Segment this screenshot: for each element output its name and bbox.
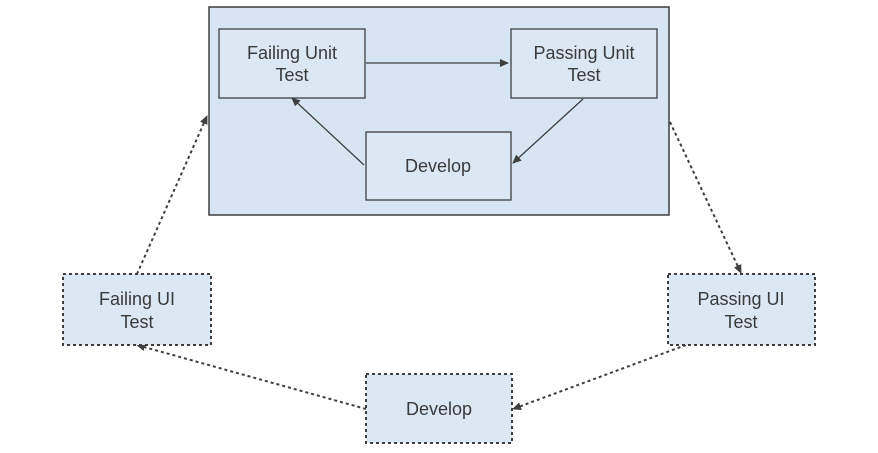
outer-develop-label: Develop	[406, 399, 472, 419]
failing-ui-test-label-line1: Failing UI	[99, 289, 175, 309]
failing-unit-test-label-line2: Test	[275, 65, 308, 85]
edge-develop-to-failing-unit	[291, 97, 365, 166]
node-passing-ui-test: Passing UI Test	[667, 273, 816, 346]
passing-unit-test-label-line2: Test	[567, 65, 600, 85]
node-inner-develop: Develop	[365, 131, 512, 201]
node-failing-unit-test: Failing Unit Test	[218, 28, 366, 99]
passing-unit-test-label-line1: Passing Unit	[533, 43, 634, 63]
passing-ui-test-label-line2: Test	[724, 312, 757, 332]
node-passing-unit-test: Passing Unit Test	[510, 28, 658, 99]
node-outer-develop: Develop	[365, 373, 513, 444]
edge-passing-ui-to-develop	[512, 344, 687, 410]
edge-develop-to-failing-ui	[136, 343, 367, 410]
failing-unit-test-label-line1: Failing Unit	[247, 43, 337, 63]
inner-develop-label: Develop	[405, 156, 471, 176]
failing-ui-test-label-line2: Test	[120, 312, 153, 332]
passing-ui-test-label-line1: Passing UI	[697, 289, 784, 309]
edge-failing-ui-to-unit-cycle	[136, 115, 208, 275]
edge-passing-unit-to-develop	[512, 98, 584, 164]
node-failing-ui-test: Failing UI Test	[62, 273, 212, 346]
edge-unit-cycle-to-passing-ui	[669, 121, 742, 274]
